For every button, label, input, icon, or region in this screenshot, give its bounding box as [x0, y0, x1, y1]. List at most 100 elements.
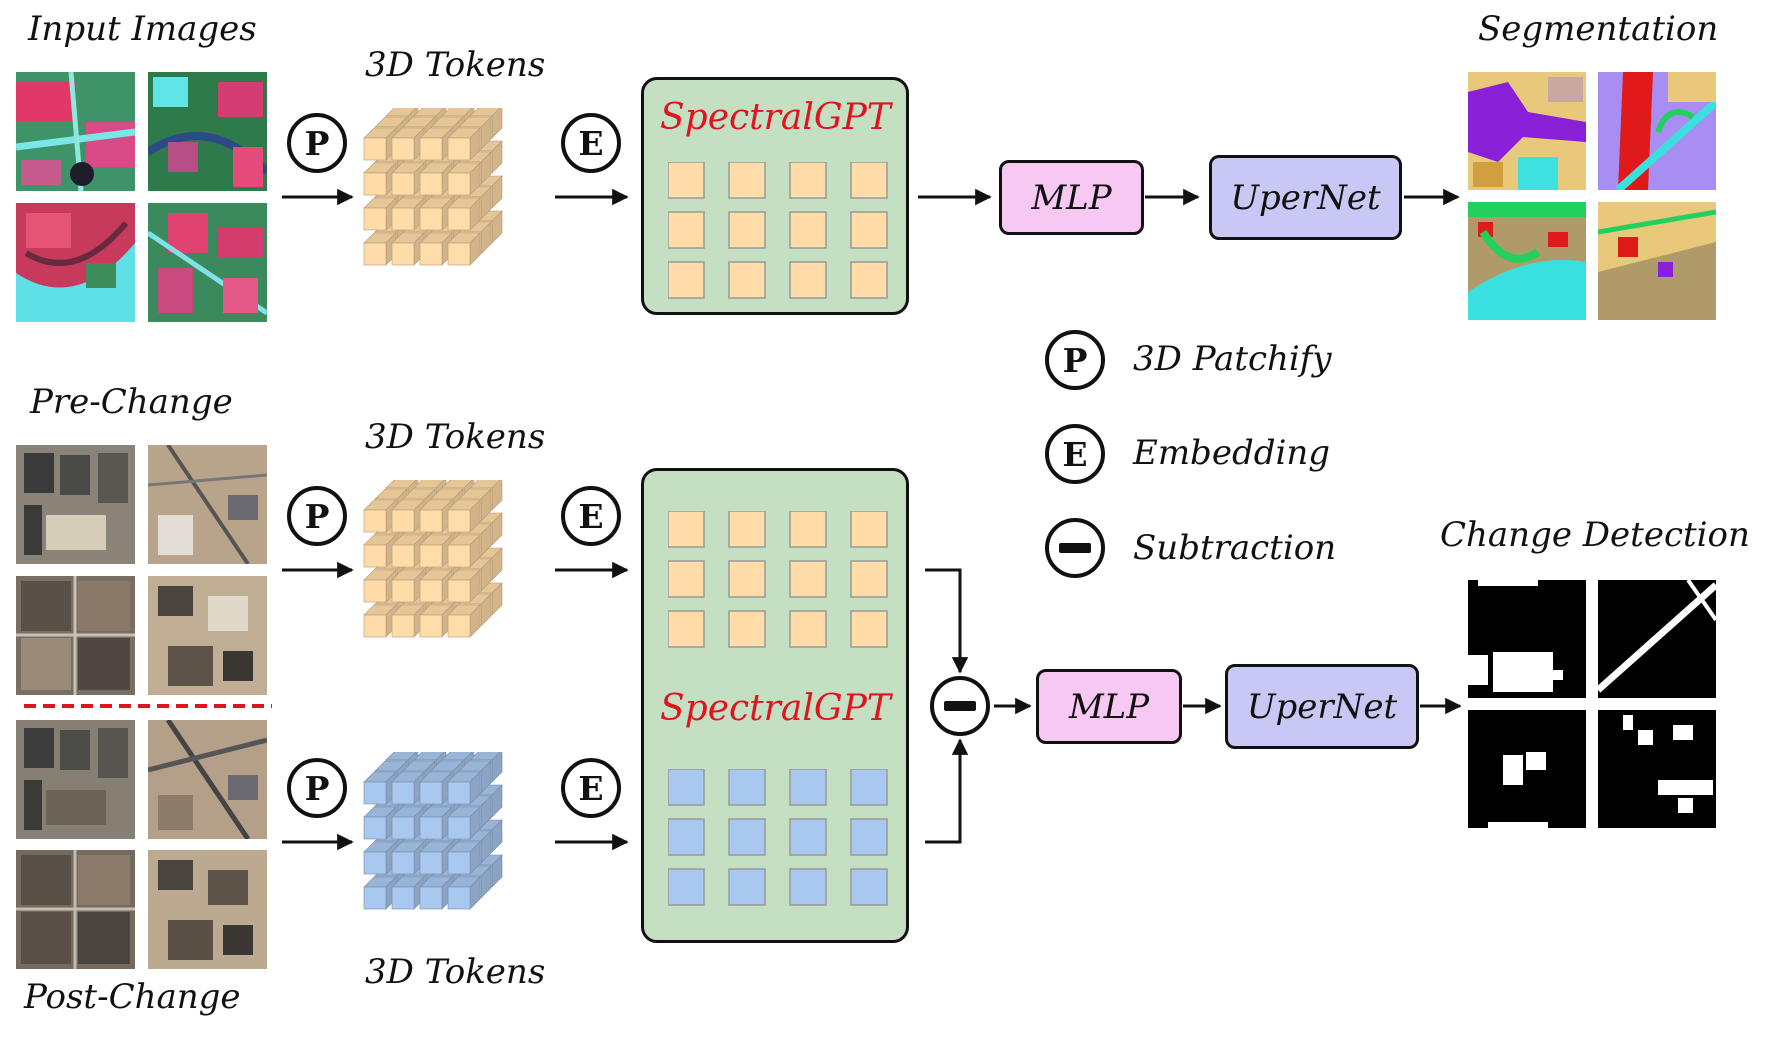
segmentation-label: Segmentation [1478, 9, 1719, 49]
token-cube [363, 876, 397, 910]
token-cubes-pre [363, 480, 503, 638]
token-cube [391, 841, 425, 875]
embedding-square [850, 560, 888, 598]
embedding-square [789, 162, 827, 199]
change-map-3 [1468, 710, 1586, 828]
legend-embedding-icon: E [1045, 424, 1105, 484]
embedding-square [668, 610, 705, 648]
token-cube [391, 876, 425, 910]
token-cube [419, 569, 453, 603]
token-cubes-top [363, 108, 503, 266]
token-cube [447, 806, 481, 840]
token-cube [391, 162, 425, 196]
mlp-box-bottom: MLP [1036, 669, 1182, 744]
embedding-square [668, 818, 705, 856]
embedding-square [668, 261, 705, 299]
embedding-square [668, 211, 705, 249]
token-cube [419, 604, 453, 638]
mlp-box-top: MLP [999, 160, 1144, 235]
input-image-1 [16, 72, 135, 191]
segmentation-map-4 [1598, 202, 1716, 320]
tokens-label-top: 3D Tokens [365, 45, 546, 85]
token-cube [447, 127, 481, 161]
tokens-label-mid: 3D Tokens [365, 417, 546, 457]
patchify-symbol-top: P [287, 113, 347, 173]
token-cube [391, 604, 425, 638]
embedding-square [728, 610, 766, 648]
token-cube [363, 197, 397, 231]
minus-icon [944, 701, 976, 711]
token-cube [447, 841, 481, 875]
token-cube [363, 604, 397, 638]
spectralgpt-title-top: SpectralGPT [660, 97, 891, 138]
embedding-square [668, 560, 705, 598]
token-cube [391, 499, 425, 533]
post-change-image-4 [148, 850, 267, 969]
embedding-square [789, 868, 827, 906]
embedding-grid-pre [668, 511, 888, 648]
token-cube [419, 197, 453, 231]
legend-embedding-label: Embedding [1133, 433, 1331, 473]
embedding-square [850, 818, 888, 856]
minus-icon [1059, 543, 1091, 553]
token-cube [363, 534, 397, 568]
arrow-gpt-pre-to-subtract [925, 568, 969, 674]
embedding-symbol-pre: E [561, 486, 621, 546]
token-cube [391, 569, 425, 603]
embedding-square [850, 868, 888, 906]
token-cube [391, 534, 425, 568]
token-cube [391, 806, 425, 840]
spectralgpt-block-top: SpectralGPT [641, 77, 909, 315]
embedding-square [850, 261, 888, 299]
token-cube [447, 876, 481, 910]
post-change-label: Post-Change [24, 977, 241, 1017]
input-image-4 [148, 203, 267, 322]
legend-subtraction-label: Subtraction [1133, 528, 1337, 568]
change-map-1 [1468, 580, 1586, 698]
token-cube [419, 162, 453, 196]
token-cube [363, 569, 397, 603]
embedding-square [850, 162, 888, 199]
change-map-2 [1598, 580, 1716, 698]
token-cube [363, 841, 397, 875]
pre-change-image-2 [148, 445, 267, 564]
embedding-symbol-post: E [561, 758, 621, 818]
input-image-3 [16, 203, 135, 322]
embedding-square [668, 511, 705, 548]
token-cube [419, 127, 453, 161]
post-change-image-2 [148, 720, 267, 839]
token-cube [447, 499, 481, 533]
input-images-label: Input Images [28, 9, 257, 49]
embedding-square [789, 211, 827, 249]
token-cube [363, 499, 397, 533]
embedding-square [850, 511, 888, 548]
legend-subtraction-icon [1045, 518, 1105, 578]
token-cube [391, 127, 425, 161]
token-cube [419, 806, 453, 840]
token-cube [419, 232, 453, 266]
embedding-square [789, 610, 827, 648]
token-cube [447, 197, 481, 231]
token-cube [363, 162, 397, 196]
token-cube [447, 232, 481, 266]
embedding-square [850, 769, 888, 806]
token-cube [363, 806, 397, 840]
pre-change-image-3 [16, 576, 135, 695]
pre-change-label: Pre-Change [30, 382, 233, 422]
embedding-square [728, 560, 766, 598]
legend-patchify-icon: P [1045, 330, 1105, 390]
embedding-square [789, 769, 827, 806]
token-cube [363, 127, 397, 161]
token-cube [447, 569, 481, 603]
token-cube [419, 771, 453, 805]
tokens-label-bottom: 3D Tokens [365, 952, 546, 992]
token-cube [447, 604, 481, 638]
embedding-square [668, 868, 705, 906]
embedding-square [789, 261, 827, 299]
embedding-square [850, 610, 888, 648]
post-change-image-1 [16, 720, 135, 839]
embedding-square [728, 211, 766, 249]
embedding-square [668, 769, 705, 806]
